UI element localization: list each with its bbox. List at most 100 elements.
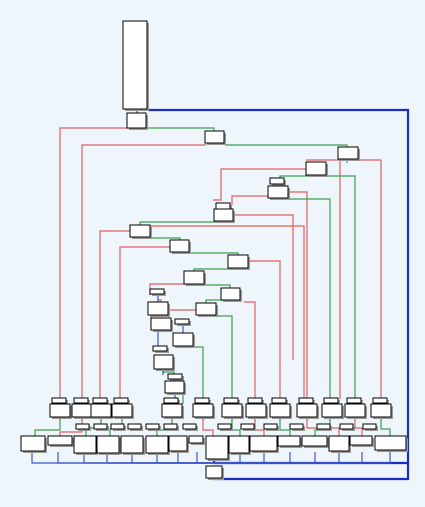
- branch-label[interactable]: [75, 423, 90, 430]
- block[interactable]: [370, 403, 392, 418]
- block[interactable]: [71, 403, 93, 418]
- block[interactable]: [328, 435, 350, 452]
- block[interactable]: [149, 288, 165, 295]
- false-branch-edge: [230, 214, 294, 360]
- branch-label[interactable]: [323, 397, 339, 404]
- true-branch-edge: [225, 144, 348, 148]
- block[interactable]: [147, 301, 169, 316]
- block[interactable]: [188, 435, 204, 444]
- block[interactable]: [374, 435, 407, 451]
- block[interactable]: [129, 224, 151, 238]
- branch-label[interactable]: [182, 423, 197, 430]
- block[interactable]: [174, 318, 190, 325]
- branch-label[interactable]: [163, 397, 179, 404]
- block[interactable]: [192, 403, 214, 418]
- block[interactable]: [111, 403, 133, 418]
- block[interactable]: [215, 202, 231, 210]
- block[interactable]: [220, 287, 241, 301]
- false-branch-edge: [306, 159, 382, 399]
- branch-label[interactable]: [362, 423, 377, 430]
- false-branch-edge: [81, 144, 206, 399]
- block[interactable]: [227, 254, 249, 269]
- true-branch-edge: [147, 127, 215, 131]
- block[interactable]: [20, 435, 46, 452]
- true-branch-edge: [34, 416, 61, 436]
- block[interactable]: [90, 403, 112, 418]
- branch-label[interactable]: [271, 397, 287, 404]
- block[interactable]: [296, 403, 318, 418]
- branch-label[interactable]: [127, 423, 142, 430]
- block[interactable]: [267, 185, 289, 199]
- block[interactable]: [221, 403, 243, 418]
- branch-label[interactable]: [93, 423, 108, 430]
- false-branch-edge: [254, 416, 265, 436]
- block[interactable]: [169, 239, 190, 253]
- branch-label[interactable]: [92, 397, 108, 404]
- block[interactable]: [168, 435, 188, 452]
- block[interactable]: [344, 403, 366, 418]
- branch-label[interactable]: [194, 397, 210, 404]
- block[interactable]: [153, 354, 174, 370]
- block[interactable]: [301, 435, 328, 447]
- branch-label[interactable]: [346, 397, 362, 404]
- branch-label[interactable]: [110, 423, 125, 430]
- block[interactable]: [47, 435, 73, 446]
- block[interactable]: [249, 435, 278, 452]
- block[interactable]: [195, 302, 217, 316]
- branch-label[interactable]: [298, 397, 314, 404]
- branch-label[interactable]: [223, 397, 239, 404]
- block[interactable]: [337, 146, 359, 160]
- branch-label[interactable]: [240, 423, 255, 430]
- block[interactable]: [96, 435, 120, 454]
- branch-label[interactable]: [263, 423, 278, 430]
- block[interactable]: [172, 332, 194, 347]
- false-branch-edge: [231, 195, 270, 205]
- block[interactable]: [269, 177, 285, 185]
- block[interactable]: [228, 435, 250, 454]
- block[interactable]: [321, 403, 343, 418]
- false-branch-edge: [236, 260, 281, 399]
- true-branch-edge: [156, 416, 173, 436]
- block[interactable]: [183, 270, 205, 285]
- unconditional-edge: [196, 452, 214, 464]
- block[interactable]: [49, 403, 71, 418]
- true-branch-edge: [279, 416, 291, 436]
- branch-label[interactable]: [113, 397, 129, 404]
- block[interactable]: [205, 435, 229, 460]
- branch-label[interactable]: [372, 397, 388, 404]
- block[interactable]: [150, 317, 172, 331]
- branch-label[interactable]: [339, 423, 354, 430]
- exit-block[interactable]: [205, 465, 223, 479]
- block[interactable]: [152, 345, 168, 352]
- branch-label[interactable]: [247, 397, 263, 404]
- false-branch-edge: [244, 301, 256, 399]
- branch-label[interactable]: [289, 423, 304, 430]
- block[interactable]: [164, 380, 185, 394]
- true-branch-edge: [231, 416, 241, 436]
- branch-label[interactable]: [51, 397, 67, 404]
- block[interactable]: [167, 373, 183, 380]
- loop-back-edge: [212, 456, 408, 465]
- block[interactable]: [120, 435, 144, 454]
- block[interactable]: [349, 435, 373, 446]
- block[interactable]: [305, 161, 327, 176]
- block[interactable]: [277, 435, 301, 447]
- block[interactable]: [213, 208, 234, 222]
- branch-label[interactable]: [73, 397, 89, 404]
- block[interactable]: [73, 435, 97, 454]
- branch-label[interactable]: [145, 423, 160, 430]
- true-branch-edge: [380, 416, 391, 436]
- block[interactable]: [269, 403, 291, 418]
- false-branch-edge: [282, 191, 308, 399]
- branch-label[interactable]: [163, 423, 178, 430]
- block[interactable]: [204, 130, 225, 144]
- block[interactable]: [126, 112, 147, 129]
- entry-block[interactable]: [122, 20, 148, 110]
- branch-label[interactable]: [217, 423, 232, 430]
- branch-label[interactable]: [316, 423, 331, 430]
- block[interactable]: [161, 403, 183, 418]
- block[interactable]: [245, 403, 267, 418]
- block[interactable]: [145, 435, 169, 454]
